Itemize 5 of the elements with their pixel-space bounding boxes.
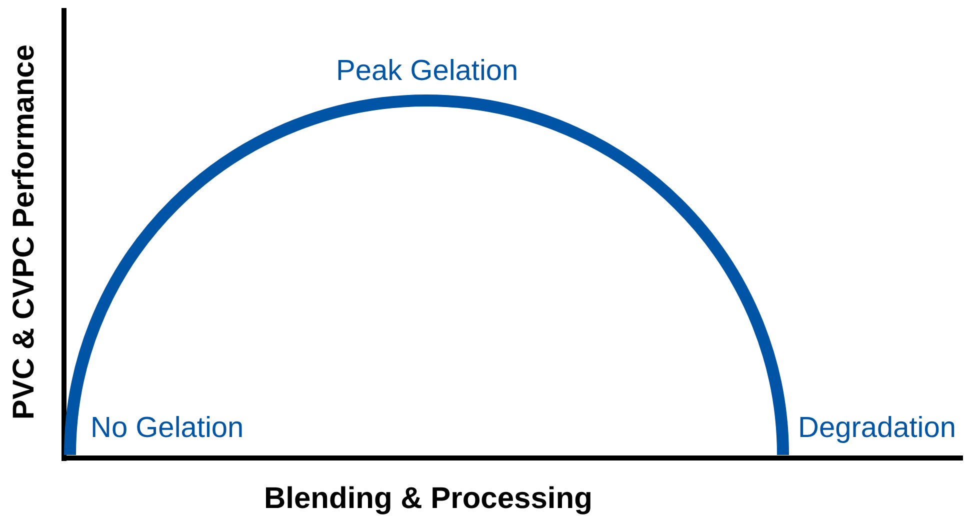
axis-title: PVC & CVPC Performance — [9, 44, 40, 420]
curve-label: Degradation — [798, 414, 956, 442]
curve-label: No Gelation — [90, 414, 244, 442]
curve-label: Peak Gelation — [336, 56, 518, 86]
axis-title: Blending & Processing — [264, 484, 592, 514]
